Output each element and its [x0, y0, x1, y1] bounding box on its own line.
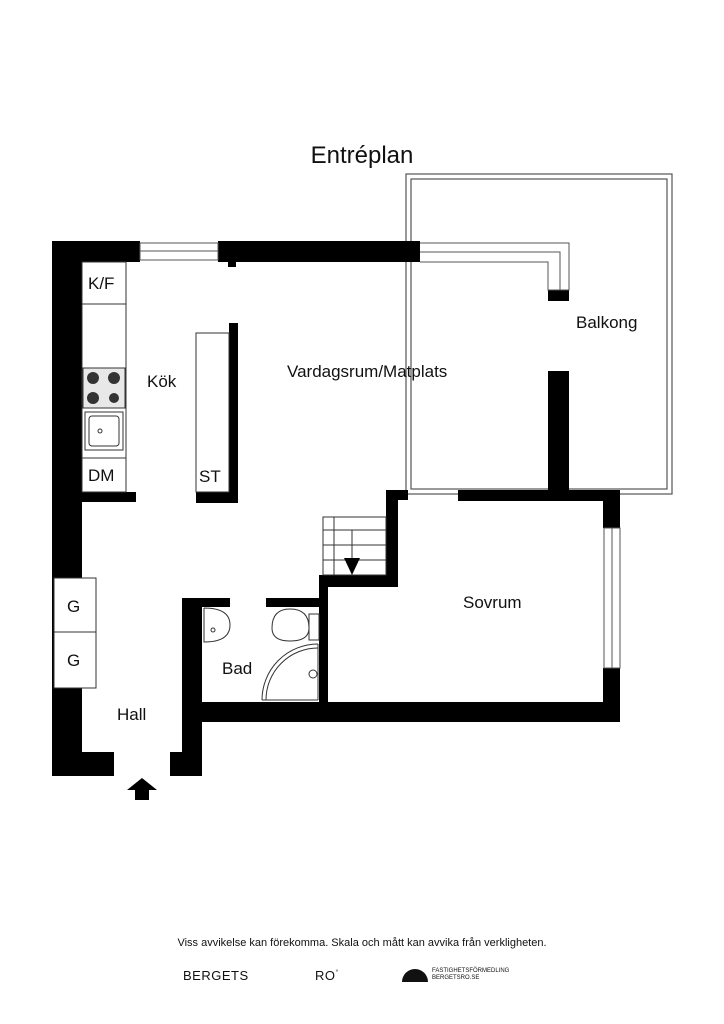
label-fridge-freezer: K/F [88, 274, 114, 293]
ro-logo-mark: ° [335, 969, 339, 977]
label-hall: Hall [117, 705, 146, 724]
brand-line-2: BERGETSRO.SE [432, 975, 480, 981]
ro-logo-text: RO [315, 968, 336, 983]
label-wardrobe-2: G [67, 651, 80, 670]
brand-logo: FASTIGHETSFÖRMEDLING BERGETSRO.SE [402, 968, 509, 982]
walls [52, 241, 620, 776]
wardrobes [53, 577, 97, 689]
windows [139, 242, 621, 669]
disclaimer: Viss avvikelse kan förekomma. Skala och … [177, 937, 547, 949]
kitchen-counter [81, 261, 127, 493]
label-wardrobe-1: G [67, 597, 80, 616]
brand-text: FASTIGHETSFÖRMEDLING BERGETSRO.SE [432, 968, 509, 982]
label-living: Vardagsrum/Matplats [287, 362, 447, 381]
balcony-outline [405, 173, 673, 495]
stair-arrow-icon [344, 558, 360, 575]
entry-arrow-icon [127, 778, 157, 800]
storage-cabinet [195, 332, 230, 493]
label-balcony: Balkong [576, 313, 637, 332]
bath-fixtures [203, 607, 320, 701]
sink-icon [84, 411, 124, 451]
stove [82, 367, 126, 409]
label-kitchen: Kök [147, 372, 177, 391]
label-storage: ST [199, 467, 221, 486]
label-bath: Bad [222, 659, 252, 678]
label-dishwasher: DM [88, 466, 114, 485]
label-bedroom: Sovrum [463, 593, 522, 612]
ro-logo: RO° [315, 968, 339, 983]
brand-mark-icon [402, 968, 428, 982]
plan-title: Entréplan [310, 142, 414, 169]
brand-line-1: FASTIGHETSFÖRMEDLING [432, 968, 510, 974]
bergets-logo: BERGETS [183, 968, 249, 983]
